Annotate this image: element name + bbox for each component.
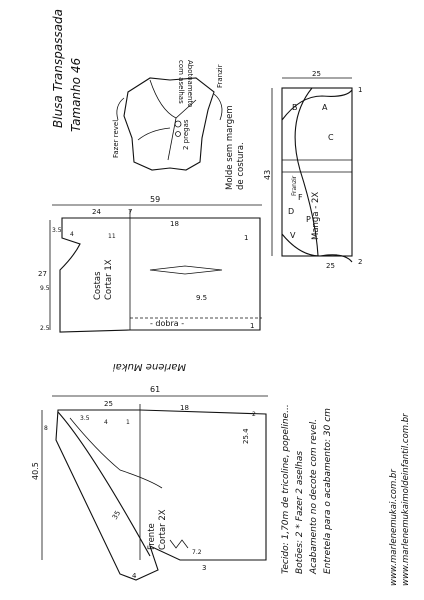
notes-line1: Tecido: 1,70m de tricoline, popeline... [281,404,291,574]
sleeve-letter-p: P [306,215,311,224]
url-line2: www.marlenemukaimoldeinfantil.com.br [401,413,411,586]
front-dim-8: 8 [44,425,48,432]
signature: Marlene Mukai [113,361,186,372]
front-dim-72: 7.2 [192,549,202,556]
back-dim-25: 2.5 [40,325,50,332]
sleeve-dim-43: 43 [263,170,272,180]
garment-sketch: Fazer revel 2 pregas Franzir Abotoamento… [112,60,224,171]
front-dim-405: 40.5 [31,462,40,480]
sketch-pregas: 2 pregas [182,119,190,150]
back-dim-4: 4 [70,231,74,238]
back-label-cortar: Cortar 1X [104,259,114,300]
sleeve-label: Manga - 2X [311,192,321,240]
molde-note-line1: Molde sem margem [225,105,235,190]
sleeve-letter-v: V [290,231,296,240]
url-line1: www.marlenemukai.com.br [389,469,399,586]
sketch-franzir: Franzir [216,64,224,88]
sleeve-letter-c: C [328,133,334,142]
back-dim-95b: 9.5 [196,294,207,302]
front-dim-61: 61 [150,385,160,394]
back-dim-27: 27 [38,270,47,278]
notes-line2: Botões: 2 * Fazer 2 aselhas [295,451,305,574]
front-dim-4b: 4 [132,572,137,580]
back-dim-18: 18 [170,220,179,228]
back-dobra: - dobra - [150,319,184,328]
front-label-cortar: Cortar 2X [158,509,168,550]
front-label-frente: Frente [147,523,157,550]
back-dim-24: 24 [92,208,101,216]
notes-line4: Entretela para o acabamento: 30 cm [323,408,333,574]
back-dim-1b: 1 [250,322,254,330]
back-dim-95: 9.5 [40,285,50,292]
back-dim-35: 3.5 [52,227,62,234]
notes-line3: Acabamento no decote com revel. [309,419,319,575]
sketch-com-aselhas: com aselhas [177,60,185,104]
front-dim-254: 25.4 [242,428,250,444]
front-dim-1: 1 [126,419,130,426]
sleeve-dim-25b: 25 [326,262,335,270]
front-pattern: 40.5 61 18 25 3.5 25.4 8 4 1 2 35 4 3 7.… [31,385,268,581]
sleeve-dim-25: 25 [312,70,321,78]
front-dim-35b: 35 [111,509,122,521]
signature-text: Marlene Mukai [113,361,186,372]
front-dim-18: 18 [180,404,189,412]
title-line1: Blusa Transpassada [51,9,65,128]
front-dim-4: 4 [104,419,108,426]
front-dim-35: 3.5 [80,415,90,422]
sleeve-letter-f: F [298,193,303,202]
front-dim-2: 2 [252,411,256,418]
front-dim-3: 3 [202,564,206,572]
sleeve-letter-a: A [322,103,328,112]
sketch-fazer-revel: Fazer revel [112,120,120,158]
title-line2: Tamanho 46 [69,58,83,132]
back-dim-7: 7 [128,208,132,216]
front-dim-25: 25 [104,400,113,408]
sleeve-pattern: Manga - 2X 43 25 25 B A C F P V D 1 2 Fr… [263,70,362,270]
notes-block: Tecido: 1,70m de tricoline, popeline... … [281,404,333,575]
back-dim-59: 59 [150,195,160,204]
sleeve-franzir: Franzir [291,175,298,196]
molde-note: Molde sem margem de costura. [225,105,246,190]
back-dim-1: 1 [244,234,248,242]
sketch-abotoamento: Abotoamento [186,60,194,107]
sleeve-point-1: 1 [358,86,362,94]
title-block: Blusa Transpassada Tamanho 46 [51,9,83,132]
urls-block: www.marlenemukai.com.br www.marlenemukai… [389,413,411,586]
back-label-costas: Costas [93,271,103,300]
sleeve-letter-d: D [288,207,294,216]
back-pattern: 59 18 24 7 4 3.5 27 9.5 2.5 1 11 9.5 1 C… [38,195,262,333]
sleeve-point-2: 2 [358,258,362,266]
sleeve-letter-b: B [292,103,298,112]
back-dim-11: 11 [108,233,116,240]
molde-note-line2: de costura. [236,142,246,190]
